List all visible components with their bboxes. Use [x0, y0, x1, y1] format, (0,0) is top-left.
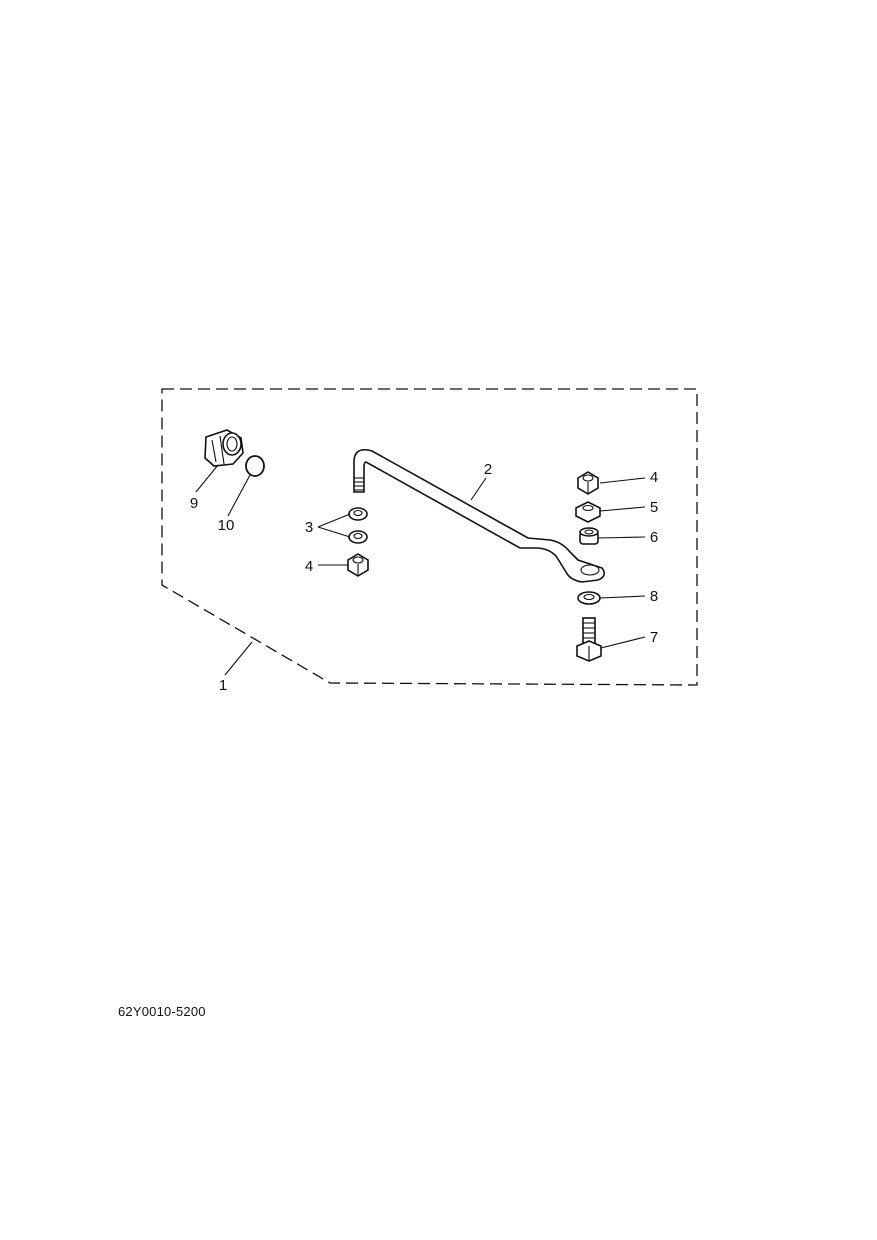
callout-6: 6: [650, 529, 658, 546]
callout-10: 10: [218, 517, 235, 534]
leader-lines: [195, 464, 646, 676]
part-4-nut-left: [347, 553, 369, 577]
part-5-hex-nut: [575, 501, 601, 523]
callout-2: 2: [484, 461, 492, 478]
part-3-washer-upper: [348, 507, 368, 521]
part-2-link-rod: [353, 448, 606, 583]
callout-1: 1: [219, 677, 227, 694]
document-code: 62Y0010-5200: [118, 1004, 206, 1019]
callout-8: 8: [650, 588, 658, 605]
part-3-washer-lower: [348, 530, 368, 544]
callout-3: 3: [305, 519, 313, 536]
callout-4-left: 4: [305, 558, 313, 575]
part-8-washer: [577, 591, 601, 605]
callout-5: 5: [650, 499, 658, 516]
callout-7: 7: [650, 629, 658, 646]
callout-9: 9: [190, 495, 198, 512]
part-10-o-ring: [245, 455, 265, 477]
part-4-nut-right: [577, 471, 599, 495]
part-9-fitting: [204, 429, 244, 467]
callout-4-right: 4: [650, 469, 658, 486]
part-7-bolt: [576, 617, 602, 662]
part-6-collar: [579, 527, 599, 545]
kit-boundary-dashed: [161, 388, 698, 686]
